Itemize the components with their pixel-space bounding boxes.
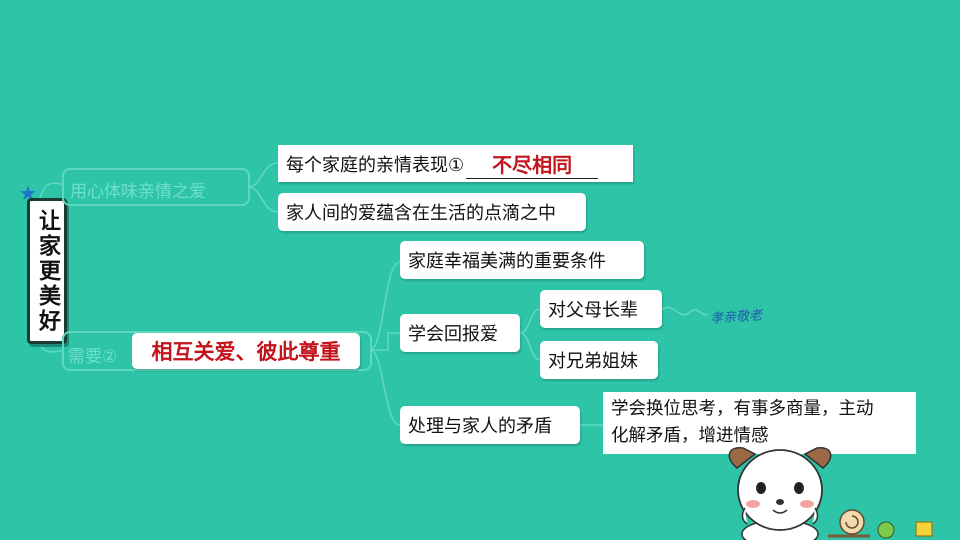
root-node: 让家更美好 bbox=[27, 198, 67, 344]
answer-blank-1: 不尽相同 bbox=[466, 149, 599, 179]
conflict-detail-line-2: 化解矛盾，增进情感 bbox=[611, 426, 769, 446]
filial-note: 孝亲敬老 bbox=[709, 308, 763, 327]
answer-2: 相互关爱、彼此尊重 bbox=[151, 340, 341, 364]
happiness-condition-node: 家庭幸福美满的重要条件 bbox=[400, 241, 644, 279]
branch1-label: 用心体味亲情之爱 bbox=[70, 182, 206, 202]
snail-decoration bbox=[828, 509, 933, 539]
siblings-node: 对兄弟姐妹 bbox=[540, 341, 658, 379]
daily-love-text: 家人间的爱蕴含在生活的点滴之中 bbox=[286, 203, 556, 224]
branch2-prefix: 需要② bbox=[68, 347, 118, 367]
happiness-condition-text: 家庭幸福美满的重要条件 bbox=[408, 251, 606, 272]
conflict-node: 处理与家人的矛盾 bbox=[400, 406, 580, 444]
family-affection-prefix: 每个家庭的亲情表现① bbox=[286, 154, 465, 176]
answer-1: 不尽相同 bbox=[492, 152, 573, 177]
siblings-text: 对兄弟姐妹 bbox=[548, 351, 638, 372]
puppy-illustration bbox=[728, 447, 832, 540]
repay-love-node: 学会回报爱 bbox=[400, 314, 520, 352]
answer-2-box: 相互关爱、彼此尊重 bbox=[132, 333, 360, 369]
parents-text: 对父母长辈 bbox=[548, 300, 638, 321]
conflict-detail-node: 学会换位思考，有事多商量，主动 化解矛盾，增进情感 bbox=[603, 392, 916, 454]
root-title: 让家更美好 bbox=[35, 208, 60, 334]
conflict-detail-line-1: 学会换位思考，有事多商量，主动 bbox=[611, 399, 874, 419]
daily-love-node: 家人间的爱蕴含在生活的点滴之中 bbox=[278, 193, 586, 231]
conflict-text: 处理与家人的矛盾 bbox=[408, 416, 552, 437]
repay-love-text: 学会回报爱 bbox=[408, 324, 498, 345]
family-affection-node: 每个家庭的亲情表现① 不尽相同 bbox=[278, 145, 633, 182]
branch1-node: 用心体味亲情之爱 bbox=[62, 168, 250, 206]
parents-node: 对父母长辈 bbox=[540, 290, 662, 328]
branch2-node: 需要② 相互关爱、彼此尊重 bbox=[62, 331, 372, 371]
